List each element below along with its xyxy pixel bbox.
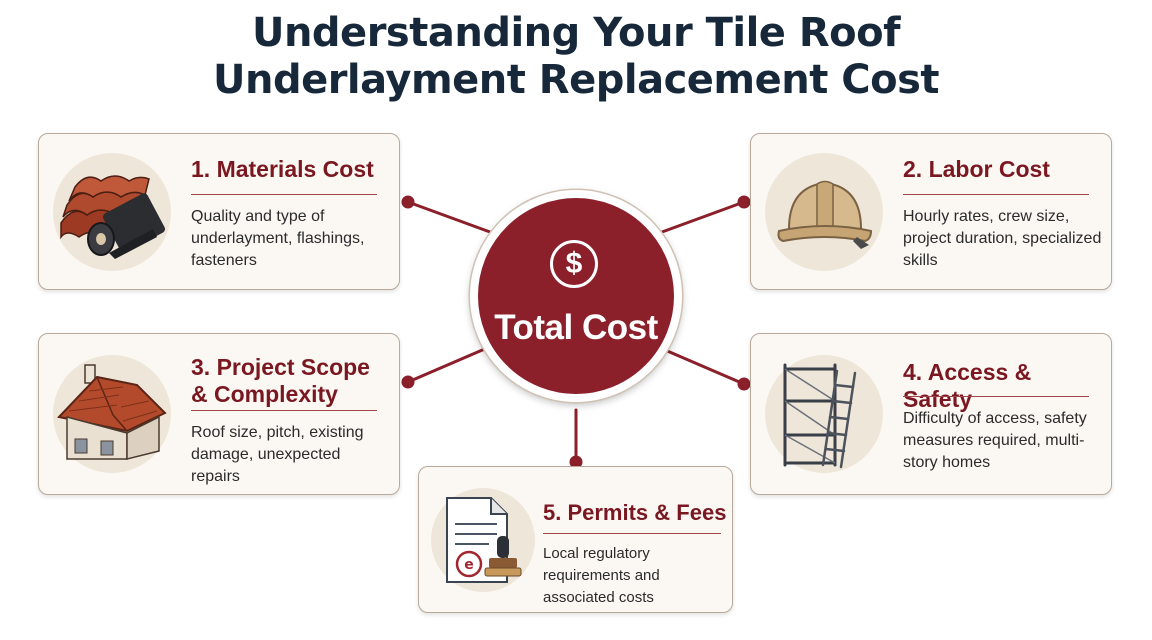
factor-description: Local regulatory requirements and associ…: [543, 545, 660, 606]
connector-scope: [406, 346, 489, 384]
page-title-line-1: Understanding Your Tile Roof: [251, 10, 901, 56]
factor-description: Quality and type of underlayment, flashi…: [191, 208, 365, 269]
document-stamp-icon: e: [446, 496, 522, 583]
factor-description: Roof size, pitch, existing damage, unexp…: [191, 424, 364, 485]
factor-card-access: 4. Access & Safety Difficulty of access,…: [750, 333, 1112, 495]
connector-dot-labor: [737, 195, 751, 209]
factor-title: 5. Permits & Fees: [543, 500, 727, 525]
title-divider: [543, 533, 721, 534]
title-divider: [191, 194, 377, 195]
factor-card-permits: e 5. Permits & Fees Local regulatory req…: [418, 466, 733, 613]
connector-dot-scope: [401, 375, 415, 389]
factor-title: 3. Project Scope & Complexity: [191, 354, 370, 407]
factor-title: 2. Labor Cost: [903, 156, 1050, 182]
connector-materials: [406, 200, 492, 234]
house-roof-icon: [57, 364, 167, 460]
page-title: Understanding Your Tile Roof Underlaymen…: [0, 10, 1152, 104]
factor-title: 4. Access & Safety: [903, 359, 1032, 412]
scaffolding-ladder-icon: [783, 363, 857, 469]
page-title-line-2: Underlayment Replacement Cost: [212, 57, 940, 103]
svg-text:e: e: [464, 557, 474, 573]
hard-hat-icon: [777, 180, 873, 249]
connector-access: [663, 348, 746, 386]
total-cost-label: Total Cost: [494, 308, 658, 347]
factor-card-scope: 3. Project Scope & Complexity Roof size,…: [38, 333, 400, 495]
dollar-icon: $: [550, 240, 598, 288]
factor-description: Difficulty of access, safety measures re…: [903, 410, 1087, 471]
roof-tiles-and-roll-icon: [60, 174, 165, 259]
factor-title: 1. Materials Cost: [191, 156, 374, 182]
total-cost-hub: $ Total Cost: [470, 190, 682, 402]
title-divider: [903, 396, 1089, 397]
factor-card-labor: 2. Labor Cost Hourly rates, crew size, p…: [750, 133, 1112, 290]
factor-description: Hourly rates, crew size, project duratio…: [903, 208, 1102, 269]
title-divider: [191, 410, 377, 411]
connector-dot-materials: [401, 195, 415, 209]
connector-dot-permits: [569, 455, 583, 469]
title-divider: [903, 194, 1089, 195]
connector-labor: [660, 200, 746, 234]
factor-card-materials: 1. Materials Cost Quality and type of un…: [38, 133, 400, 290]
connector-dot-access: [737, 377, 751, 391]
